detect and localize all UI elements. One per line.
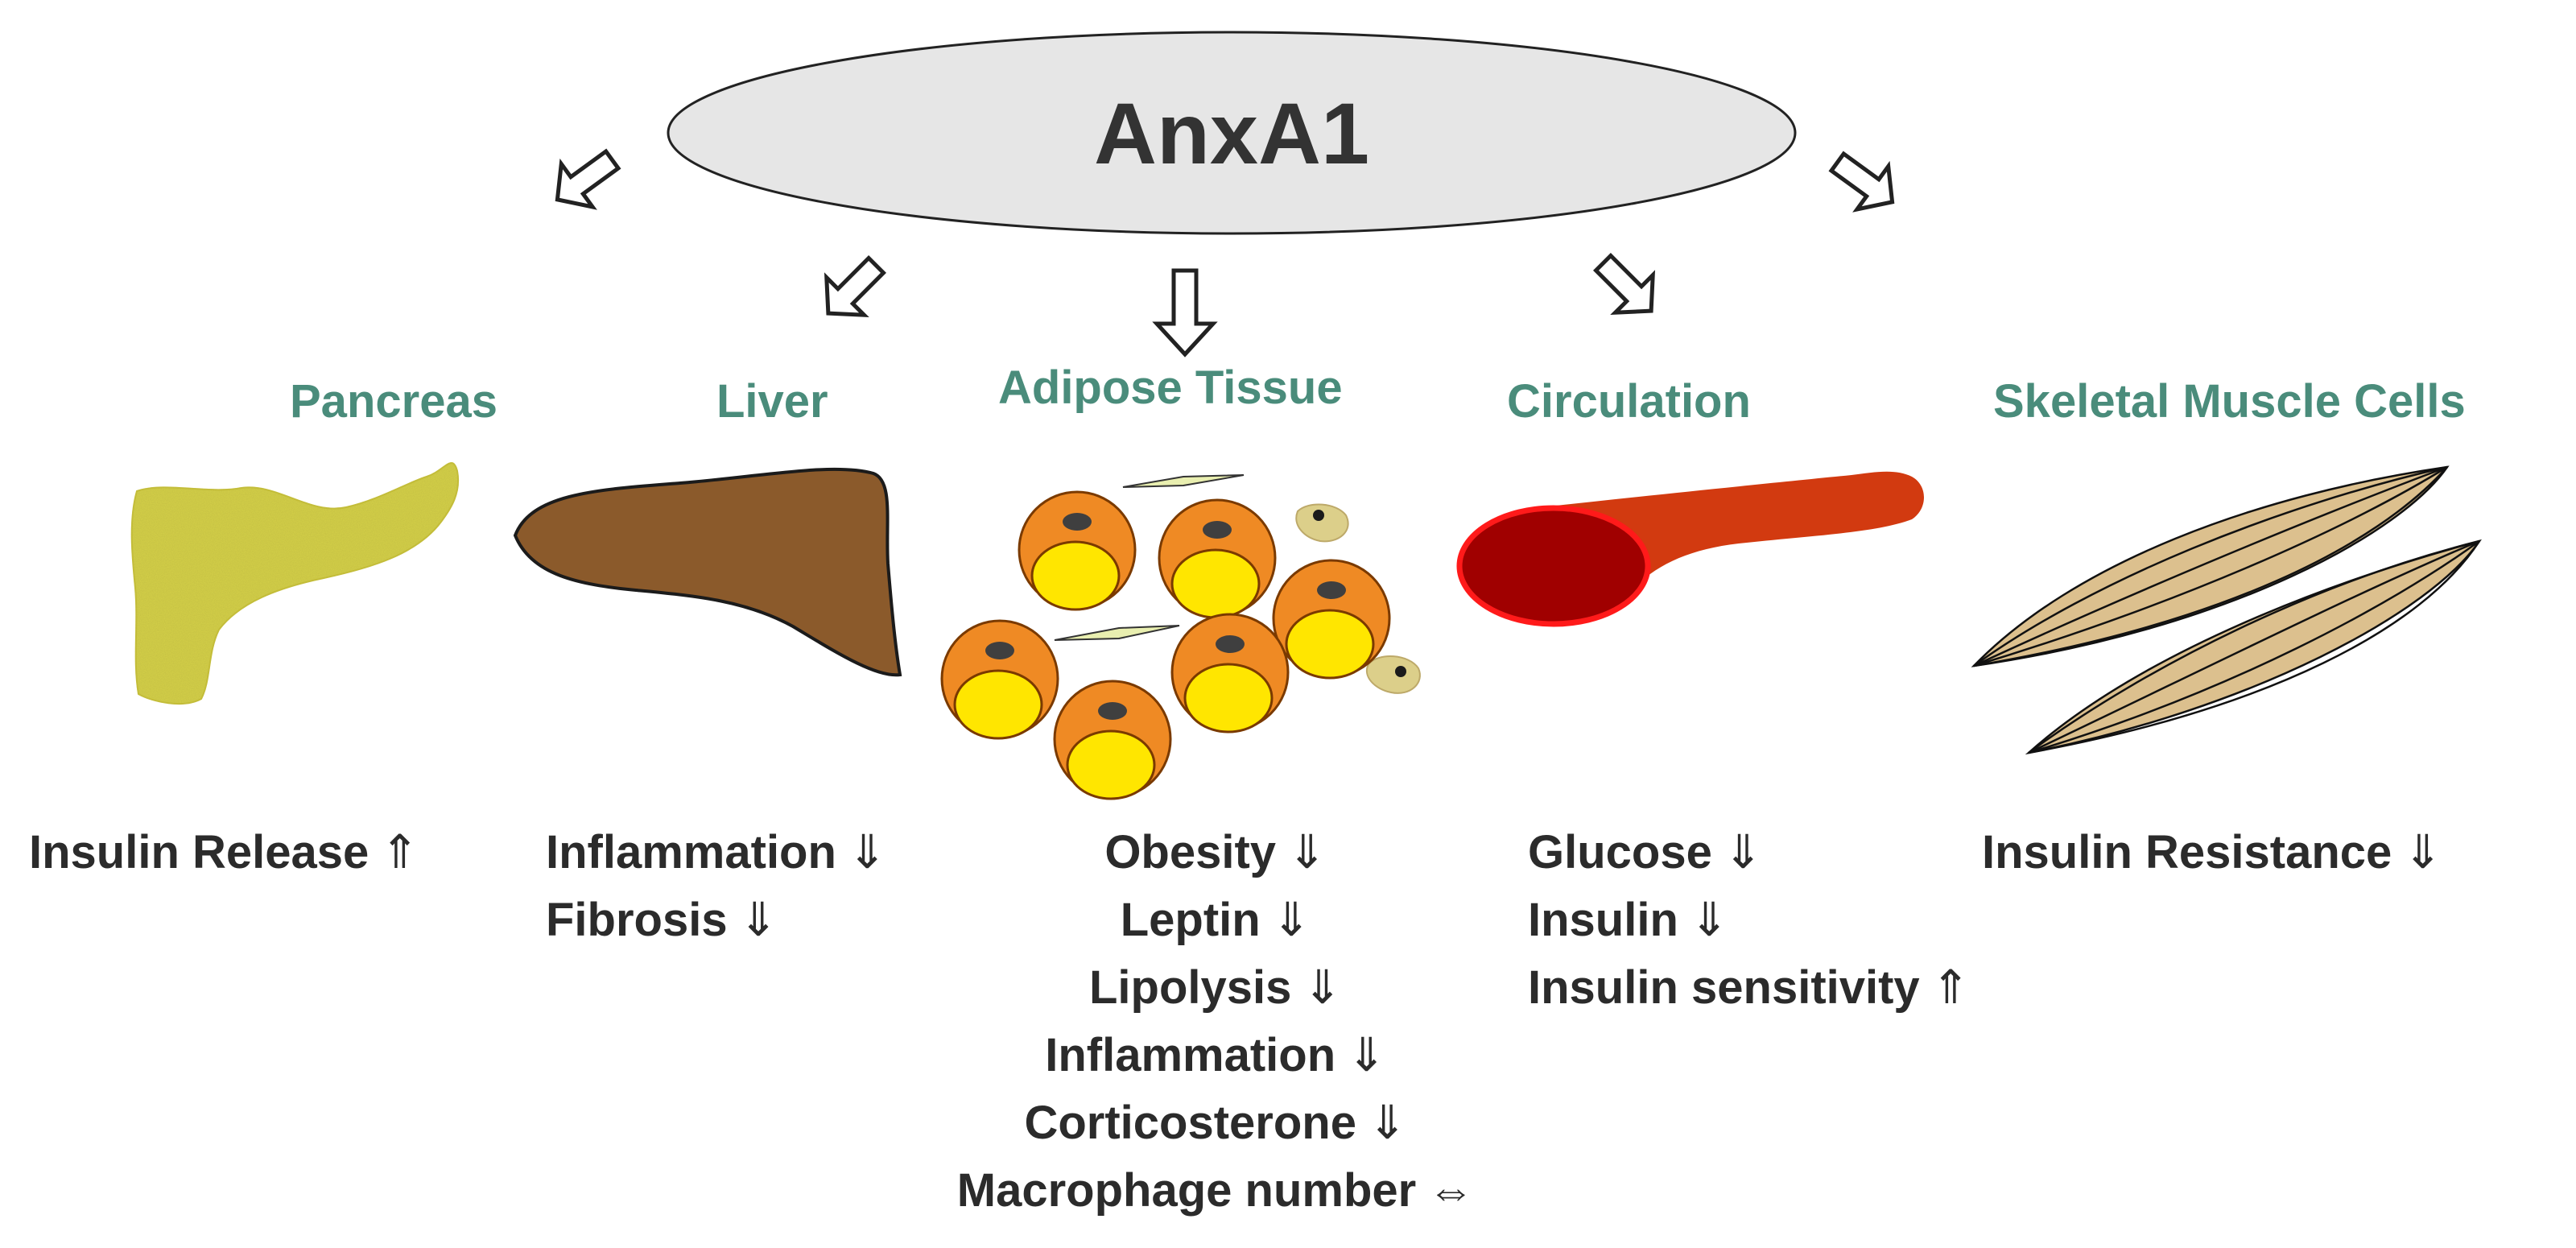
- effect-item: Insulin⇓: [1528, 894, 1729, 946]
- label-liver: Liver: [716, 375, 828, 428]
- anxa1-ellipse: [667, 31, 1797, 235]
- effects-pancreas: Insulin Release⇑: [29, 819, 419, 886]
- arrow-to-circulation: [1592, 252, 1656, 316]
- effect-item: Corticosterone⇓: [1024, 1097, 1407, 1149]
- pancreas-icon: [130, 462, 460, 705]
- effect-item: Insulin Resistance⇓: [1982, 826, 2442, 878]
- arrow-to-adipose: [1152, 268, 1218, 357]
- label-skeletal-muscle-cells: Skeletal Muscle Cells: [1993, 375, 2466, 428]
- blood-vessel-icon: [1456, 471, 1924, 627]
- direction-arrow: ⇓: [1367, 1097, 1407, 1149]
- arrow-to-pancreas: [555, 148, 621, 210]
- effect-item: Macrophage number⇔: [956, 1164, 1475, 1217]
- effect-item: Lipolysis⇓: [1088, 961, 1342, 1014]
- arrow-to-liver: [824, 254, 887, 318]
- effects-adipose-tissue: Obesity⇓ Leptin⇓ Lipolysis⇓ Inflammation…: [877, 819, 1554, 1225]
- direction-arrow: ⇓: [1689, 894, 1729, 946]
- direction-arrow: ⇓: [2403, 826, 2442, 878]
- label-pancreas: Pancreas: [290, 375, 497, 428]
- anxa1-title: AnxA1: [1094, 85, 1369, 182]
- effects-skeletal-muscle: Insulin Resistance⇓: [1982, 819, 2442, 886]
- arrow-to-muscle: [1828, 151, 1895, 213]
- adipocytes-icon: [940, 474, 1421, 800]
- label-adipose-tissue: Adipose Tissue: [998, 362, 1343, 414]
- effect-item: Fibrosis⇓: [546, 894, 778, 946]
- effect-item: Leptin⇓: [1120, 894, 1311, 946]
- direction-arrow: ⇓: [738, 894, 778, 946]
- effect-item: Insulin Release⇑: [29, 826, 419, 878]
- direction-arrow: ⇓: [1347, 1029, 1386, 1081]
- direction-arrow: ⇓: [1302, 961, 1342, 1014]
- direction-arrow: ⇓: [847, 826, 887, 878]
- direction-arrow: ⇓: [1271, 894, 1311, 946]
- direction-arrow: ⇑: [1930, 961, 1971, 1014]
- effect-item: Obesity⇓: [1104, 826, 1327, 878]
- label-circulation: Circulation: [1507, 375, 1751, 428]
- muscle-icon: [1971, 465, 2482, 755]
- effects-liver: Inflammation⇓ Fibrosis⇓: [546, 819, 887, 954]
- effect-item: Insulin sensitivity⇑: [1528, 961, 1971, 1014]
- effect-item: Inflammation⇓: [546, 826, 887, 878]
- direction-arrow: ⇓: [1287, 826, 1327, 878]
- direction-arrow: ⇓: [1723, 826, 1763, 878]
- direction-arrow: ⇔: [1427, 1164, 1475, 1217]
- effect-item: Inflammation⇓: [1045, 1029, 1386, 1081]
- effect-item: Glucose⇓: [1528, 826, 1763, 878]
- effects-circulation: Glucose⇓ Insulin⇓ Insulin sensitivity⇑: [1528, 819, 1970, 1022]
- liver-icon: [513, 467, 902, 677]
- direction-arrow: ⇑: [380, 826, 419, 878]
